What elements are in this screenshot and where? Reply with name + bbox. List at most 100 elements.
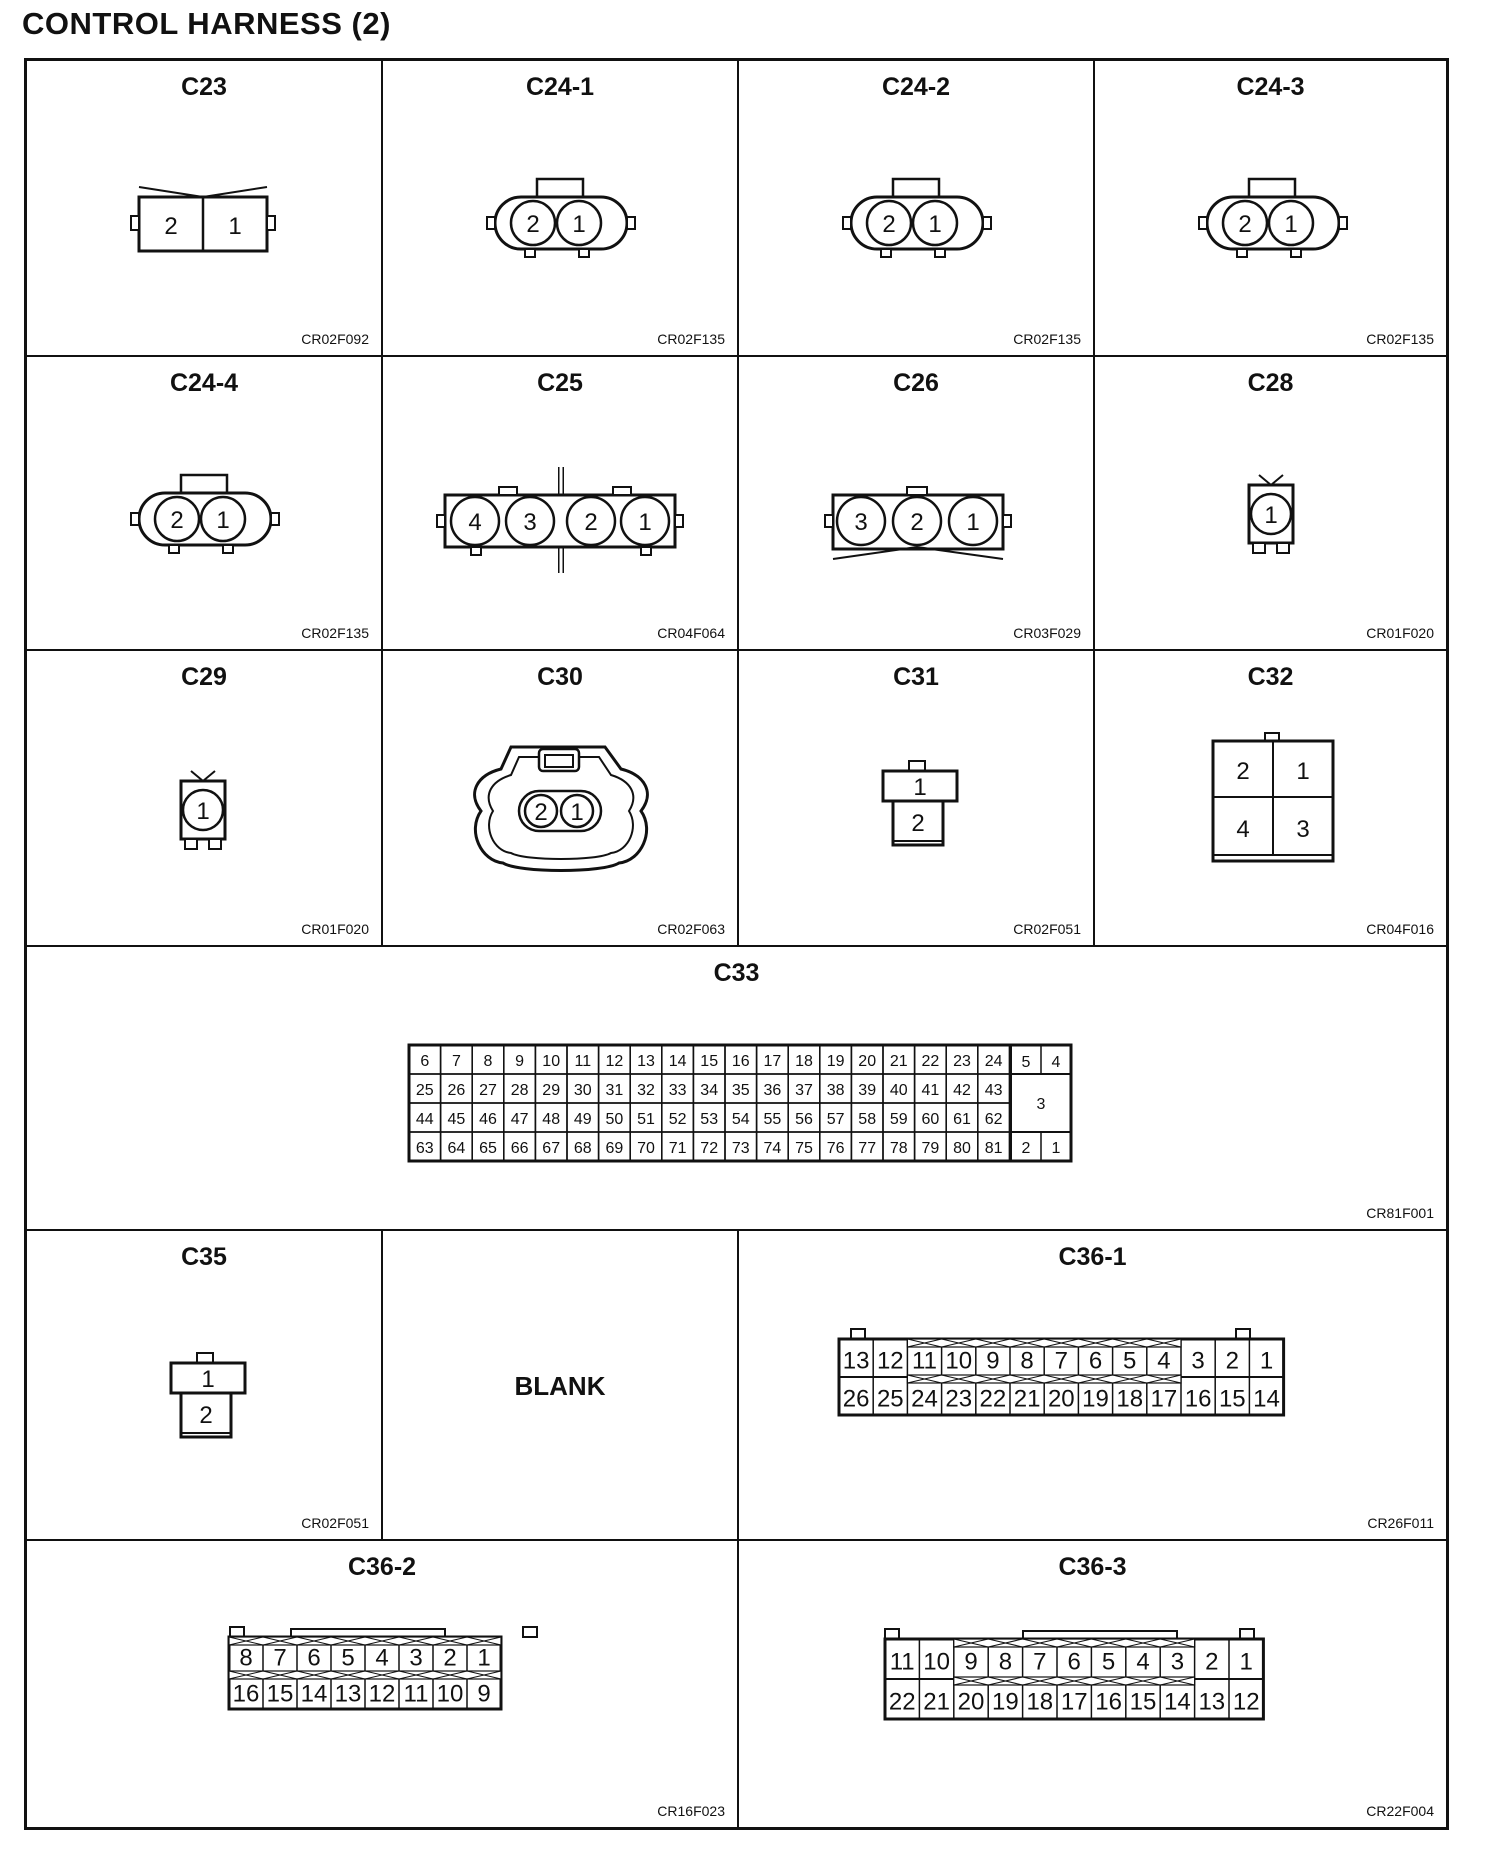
lock-hatch	[1091, 1638, 1126, 1648]
lock-hatch	[1009, 1374, 1045, 1384]
pin-label: 1	[216, 507, 229, 534]
pin-label: 24	[911, 1386, 938, 1413]
lock-hatch	[432, 1670, 468, 1680]
connector-name: C26	[893, 369, 939, 397]
pin-label: 58	[858, 1111, 876, 1128]
pin-label: 1	[1260, 1348, 1273, 1375]
part-code: CR04F016	[1366, 921, 1434, 937]
connector-c23-diagram: 2 1	[130, 186, 276, 253]
lock-hatch	[398, 1636, 434, 1646]
pin-label: 5	[1102, 1649, 1115, 1676]
pin-label: 22	[889, 1689, 916, 1716]
pin-label: 3	[523, 509, 536, 536]
lock-hatch	[398, 1670, 434, 1680]
pin-label: 3	[1191, 1348, 1204, 1375]
pin-label: 20	[958, 1689, 985, 1716]
pin-label: 23	[953, 1053, 971, 1070]
lock-hatch	[1112, 1338, 1147, 1348]
pin-label: 2	[882, 211, 895, 238]
pin-label: 8	[484, 1053, 493, 1070]
lock-hatch	[1022, 1638, 1058, 1648]
connector-name: C32	[1247, 663, 1294, 691]
pin-label: 15	[1130, 1689, 1157, 1716]
pin-label: 1	[913, 774, 926, 801]
pin-label: 21	[923, 1689, 950, 1716]
connector-name: C28	[1247, 369, 1294, 397]
pin-label: 2	[910, 509, 923, 536]
pin-label: 16	[1095, 1689, 1122, 1716]
connector-name: C36-3	[1058, 1553, 1127, 1581]
pin-label: 68	[574, 1140, 592, 1157]
pin-label: 70	[637, 1140, 655, 1157]
page-title: CONTROL HARNESS (2)	[22, 6, 391, 41]
lock-hatch	[1146, 1374, 1182, 1384]
pin-label: 14	[301, 1681, 328, 1708]
pin-label: 2	[911, 810, 924, 837]
pin-label: 21	[1014, 1386, 1041, 1413]
lock-hatch	[975, 1338, 1011, 1348]
pin-label: 6	[1089, 1348, 1102, 1375]
pin-label: 42	[953, 1082, 971, 1099]
pin-label: 11	[890, 1649, 915, 1676]
cell-c24-1: C24-1 2 1 CR02F135	[382, 60, 738, 356]
cell-c31: C31 1 2 CR02F051	[738, 650, 1094, 946]
pin-label: 4	[468, 509, 481, 536]
blank-label: BLANK	[514, 1371, 606, 1401]
pin-label: 14	[669, 1053, 687, 1070]
pin-label: 52	[669, 1111, 687, 1128]
pin-label: 5	[341, 1645, 354, 1672]
pin-label: 15	[267, 1681, 294, 1708]
lock-hatch	[1160, 1676, 1195, 1686]
pin-label: 2	[1236, 758, 1249, 785]
pin-label: 28	[511, 1082, 529, 1099]
connector-c28-diagram: 1	[1247, 474, 1295, 554]
lock-hatch	[330, 1670, 366, 1680]
pin-label: 8	[1020, 1348, 1033, 1375]
pin-label: 13	[637, 1053, 655, 1070]
part-code: CR02F135	[1013, 331, 1081, 347]
part-code: CR02F135	[657, 331, 725, 347]
pin-label: 25	[416, 1082, 434, 1099]
pin-label: 27	[479, 1082, 497, 1099]
pin-label: 7	[1055, 1348, 1068, 1375]
pin-label: 35	[732, 1082, 750, 1099]
connector-c32-diagram: 2 1 4 3	[1211, 732, 1335, 863]
lock-hatch	[1044, 1374, 1079, 1384]
pin-label: 23	[945, 1386, 972, 1413]
pin-label: 16	[732, 1053, 750, 1070]
connector-name: C33	[713, 959, 760, 987]
pin-label: 67	[542, 1140, 560, 1157]
pin-label: 74	[764, 1140, 782, 1157]
connector-name: C24-4	[169, 369, 239, 397]
pin-label: 9	[477, 1681, 490, 1708]
pin-label: 17	[1061, 1689, 1088, 1716]
pin-label: 7	[273, 1645, 286, 1672]
cell-c23: C23 2 1 CR02F092	[26, 60, 382, 356]
pin-label: 20	[1048, 1386, 1075, 1413]
pin-label: 45	[448, 1111, 466, 1128]
cell-blank: BLANK	[382, 1230, 738, 1540]
connector-name: C30	[537, 663, 583, 691]
pin-label: 10	[923, 1649, 950, 1676]
pin-label: 44	[416, 1111, 434, 1128]
pin-label: 9	[515, 1053, 524, 1070]
connector-c24-1-diagram: 2 1	[486, 177, 636, 258]
pin-label: 6	[1068, 1649, 1081, 1676]
lock-hatch	[1125, 1638, 1161, 1648]
cell-c24-2: C24-2 2 1 CR02F135	[738, 60, 1094, 356]
pin-label: 2	[534, 799, 547, 826]
pin-label: 26	[843, 1386, 870, 1413]
pin-label: 19	[992, 1689, 1019, 1716]
pin-label: 26	[448, 1082, 466, 1099]
pin-label: 6	[307, 1645, 320, 1672]
pin-label: 51	[637, 1111, 655, 1128]
pin-label: 4	[1236, 816, 1249, 843]
pin-label: 36	[764, 1082, 782, 1099]
connector-name: C24-2	[881, 73, 951, 101]
pin-label: 15	[1219, 1386, 1246, 1413]
lock-hatch	[988, 1676, 1023, 1686]
pin-label: 3	[1037, 1096, 1046, 1113]
